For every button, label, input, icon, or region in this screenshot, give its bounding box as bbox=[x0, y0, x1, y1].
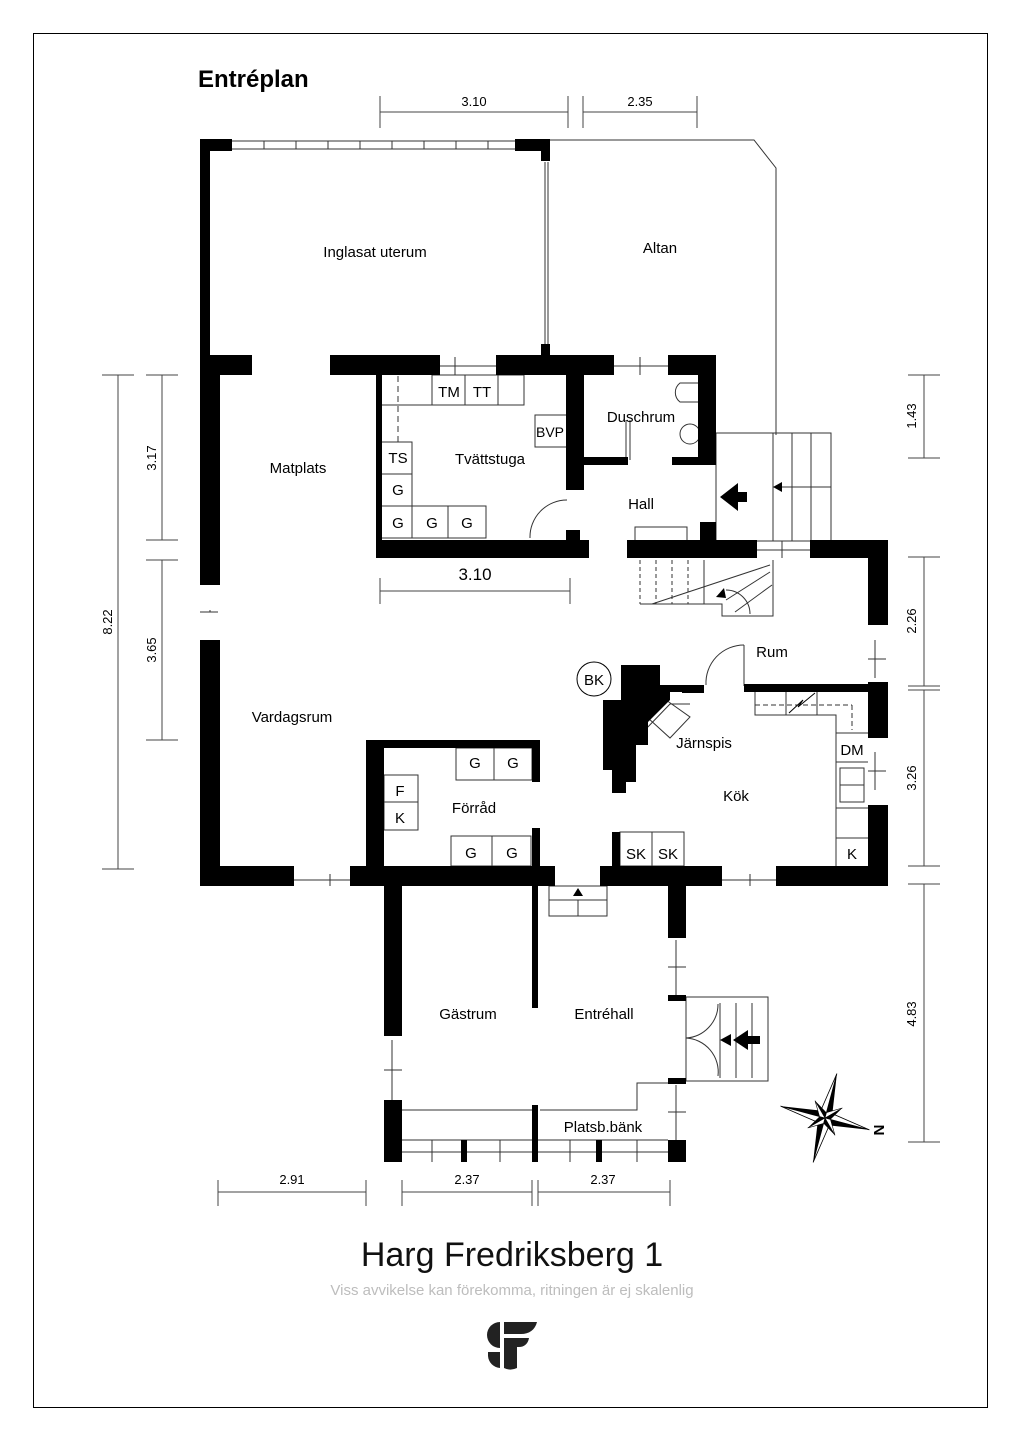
dim-top-left: 3.10 bbox=[461, 94, 486, 109]
arrow-entry-small-icon bbox=[720, 1034, 731, 1046]
dim-left-lower: 3.65 bbox=[144, 637, 159, 662]
appliance-f: F bbox=[395, 783, 404, 800]
appliance-bk: BK bbox=[584, 672, 604, 689]
compass-rose-icon bbox=[780, 1073, 870, 1163]
dim-right-3: 3.26 bbox=[904, 765, 919, 790]
room-forrad: Förråd bbox=[452, 800, 496, 817]
appliance-g: G bbox=[506, 845, 518, 862]
appliance-dm: DM bbox=[840, 742, 863, 759]
room-gastrum: Gästrum bbox=[439, 1006, 497, 1023]
appliance-sk: SK bbox=[626, 846, 646, 863]
room-platsbank: Platsb.bänk bbox=[564, 1119, 643, 1136]
dim-right-1: 1.43 bbox=[904, 403, 919, 428]
appliance-ts: TS bbox=[388, 450, 407, 467]
dim-right-2: 2.26 bbox=[904, 608, 919, 633]
page-frame bbox=[33, 33, 988, 1408]
appliance-g: G bbox=[392, 482, 404, 499]
appliance-g: G bbox=[461, 515, 473, 532]
walls bbox=[200, 139, 888, 1162]
bk-circle-icon bbox=[576, 661, 612, 697]
room-rum: Rum bbox=[756, 644, 788, 661]
room-kok: Kök bbox=[723, 788, 749, 805]
dim-left-upper: 3.17 bbox=[144, 445, 159, 470]
room-hall: Hall bbox=[628, 496, 654, 513]
appliance-bvp: BVP bbox=[536, 424, 564, 440]
dim-right-4: 4.83 bbox=[904, 1001, 919, 1026]
appliance-k: K bbox=[847, 846, 857, 863]
disclaimer: Viss avvikelse kan förekomma, ritningen … bbox=[330, 1282, 694, 1299]
room-duschrum: Duschrum bbox=[607, 409, 675, 426]
arrow-stair-icon bbox=[716, 588, 726, 598]
room-altan: Altan bbox=[643, 240, 677, 257]
appliance-sk: SK bbox=[658, 846, 678, 863]
room-uterum: Inglasat uterum bbox=[323, 244, 426, 261]
arrow-entry-icon bbox=[733, 1030, 760, 1050]
dimension-lines bbox=[102, 96, 940, 1206]
sf-logo-icon bbox=[487, 1322, 537, 1370]
appliance-g: G bbox=[392, 515, 404, 532]
appliance-g: G bbox=[426, 515, 438, 532]
appliance-g: G bbox=[465, 845, 477, 862]
room-entrehall: Entréhall bbox=[574, 1006, 633, 1023]
room-vardagsrum: Vardagsrum bbox=[252, 709, 333, 726]
north-label: N bbox=[870, 1125, 887, 1136]
appliance-k: K bbox=[395, 810, 405, 827]
appliance-tt: TT bbox=[473, 384, 491, 401]
dim-bottom-2: 2.37 bbox=[454, 1172, 479, 1187]
arrow-left-icon bbox=[720, 483, 747, 511]
appliance-tm: TM bbox=[438, 384, 460, 401]
property-name: Harg Fredriksberg 1 bbox=[360, 1236, 664, 1274]
arrow-small-icon bbox=[773, 482, 782, 492]
dim-left-total: 8.22 bbox=[100, 609, 115, 634]
dim-top-right: 2.35 bbox=[627, 94, 652, 109]
room-matplats: Matplats bbox=[270, 460, 327, 477]
thin-lines bbox=[200, 139, 886, 1162]
arrow-up-icon bbox=[573, 888, 583, 896]
room-jarnspis: Järnspis bbox=[676, 735, 732, 752]
entry-arrows bbox=[573, 482, 782, 1050]
appliance-g: G bbox=[469, 755, 481, 772]
dim-bottom-3: 2.37 bbox=[590, 1172, 615, 1187]
dim-bottom-1: 2.91 bbox=[279, 1172, 304, 1187]
room-tvattstuga: Tvättstuga bbox=[455, 451, 526, 468]
appliance-g: G bbox=[507, 755, 519, 772]
floor-title: Entréplan bbox=[198, 66, 309, 93]
dim-tvatt-width: 3.10 bbox=[458, 565, 491, 584]
